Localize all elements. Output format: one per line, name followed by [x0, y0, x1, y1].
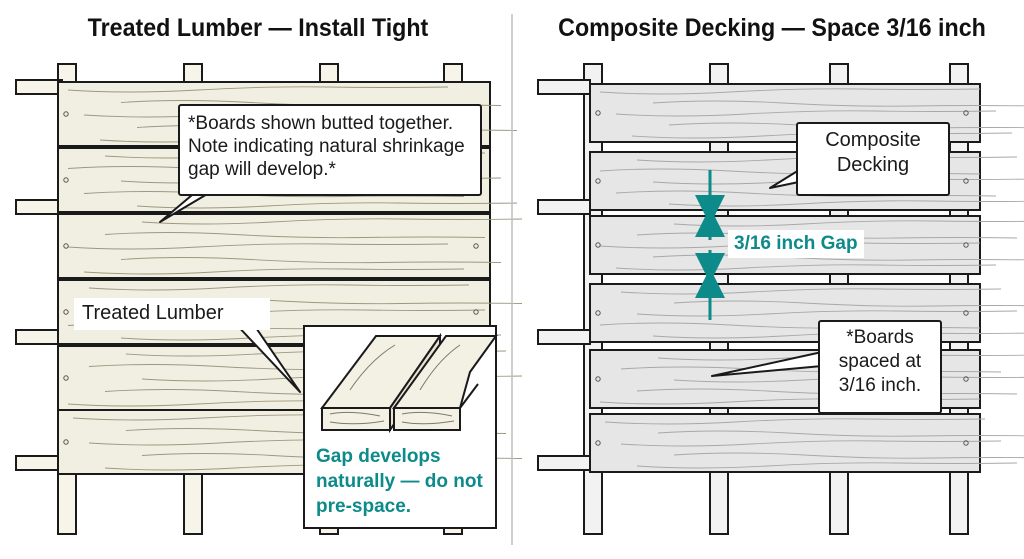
inset-caption: Gap develops naturally — do not pre-spac…	[316, 446, 483, 517]
right-board-1	[589, 83, 1024, 143]
inset-grain	[329, 344, 461, 425]
inset-box	[303, 325, 498, 529]
gap-label: 3/16 inch Gap	[728, 230, 864, 258]
right-deck	[537, 63, 1024, 535]
left-panel-title: Treated Lumber — Install Tight	[87, 14, 429, 42]
right-rim-blocks	[537, 79, 591, 471]
right-board-6	[589, 413, 1024, 473]
left-board-3	[57, 213, 523, 279]
right-panel-title: Composite Decking — Space 3/16 inch	[558, 14, 986, 42]
right-material-label: Composite Decking	[796, 122, 950, 196]
right-board-4	[589, 283, 1024, 343]
left-material-label: Treated Lumber	[74, 298, 270, 330]
right-spacing-note: *Boards spaced at 3/16 inch.	[818, 320, 942, 414]
left-note-callout: *Boards shown butted together. Note indi…	[178, 104, 482, 196]
left-callout-tails	[159, 189, 301, 393]
inset-board-sketch	[320, 332, 498, 434]
left-rim-blocks	[15, 79, 63, 471]
